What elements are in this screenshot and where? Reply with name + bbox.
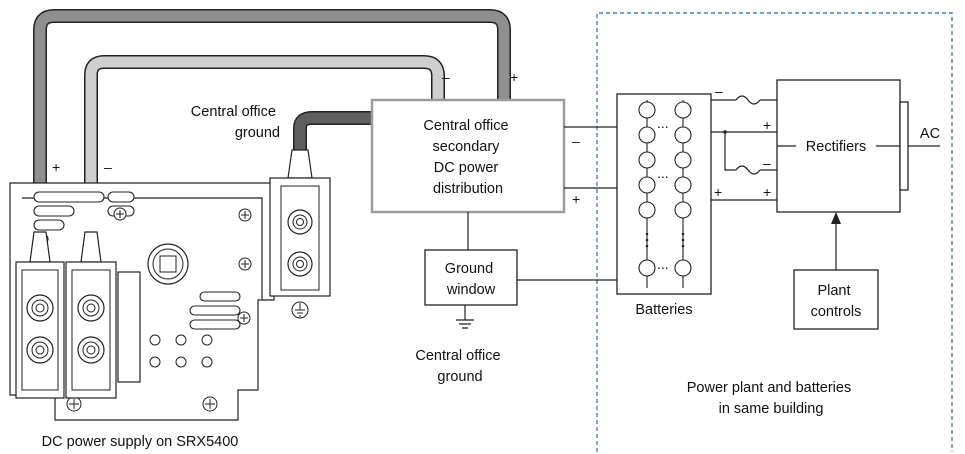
chassis-screw [237,311,251,325]
rect-plus-1: + [763,117,771,133]
earth-ground-icon [456,305,474,329]
svg-text:...: ... [657,165,669,181]
dist-plus-sign: + [572,191,580,207]
ground-window-box [424,249,518,306]
plant-controls-box [793,269,879,330]
rect-minus-1: – [715,83,723,99]
rectifiers-label: Rectifiers [806,139,866,155]
supply-plus-sign: + [52,159,60,175]
cable-minus-sign: – [442,69,450,85]
power-supply-label: DC power supply on SRX5400 [42,434,239,450]
rect-minus-2: – [763,155,771,171]
controls-arrowhead [831,212,841,224]
power-switch [147,243,189,285]
batteries-label: Batteries [635,302,692,318]
svg-text:...: ... [657,256,669,272]
power-plant-boundary [596,12,953,452]
central-office-ground-bottom-label: Central office ground [415,348,504,385]
battery-vertical-dots [645,232,685,248]
rect-plus-2a: + [714,184,722,200]
rectifier-wiring [711,95,777,201]
chassis-screw [238,257,252,271]
distribution-label: Central office secondary DC power distri… [423,118,512,197]
positive-terminal [15,231,65,399]
negative-terminal [65,231,117,399]
chassis-screw [113,207,127,221]
ground-symbol-icon [291,301,309,319]
power-plant-label: Power plant and batteries in same buildi… [687,380,855,417]
svg-text:...: ... [657,115,669,131]
chassis-screw [202,396,218,412]
chassis-screw [238,208,252,222]
batteries-box [616,93,712,295]
supply-minus-sign: – [104,159,112,175]
battery-ellipsis: ... ... ... [657,115,669,272]
cable-plus-sign: + [510,69,518,85]
ac-input-plate [899,101,909,191]
ground-window-label: Ground window [445,261,497,298]
chassis-screw [66,396,82,412]
battery-cells [638,100,692,288]
ac-label: AC [920,126,940,142]
dist-minus-sign: – [572,133,580,149]
rect-plus-2b: + [763,184,771,200]
central-office-ground-label: Central office ground [191,104,280,141]
plant-controls-label: Plant controls [811,283,862,320]
ground-terminal [269,149,331,297]
